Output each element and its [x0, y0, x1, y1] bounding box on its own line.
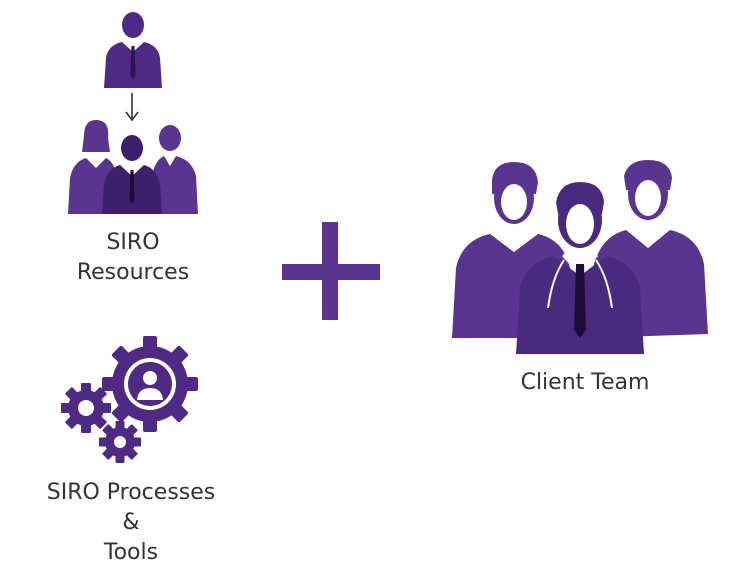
- client-team-icon: [452, 160, 708, 354]
- team-icon: [68, 120, 198, 214]
- processes-label-line1: SIRO Processes: [46, 480, 216, 505]
- manager-icon: [104, 12, 162, 88]
- client-team-label: Client Team: [480, 368, 690, 398]
- resources-label: SIRO Resources: [40, 228, 226, 288]
- resources-label-line2: Resources: [76, 260, 190, 285]
- gears-icon: [61, 336, 198, 463]
- plus-icon: [282, 222, 380, 320]
- processes-label-line3: Tools: [103, 540, 159, 565]
- processes-label-line2: &: [122, 510, 140, 535]
- processes-label: SIRO Processes & Tools: [20, 478, 242, 568]
- down-arrow-icon: [125, 93, 139, 122]
- resources-label-line1: SIRO: [106, 230, 160, 255]
- client-team-label-text: Client Team: [520, 370, 650, 395]
